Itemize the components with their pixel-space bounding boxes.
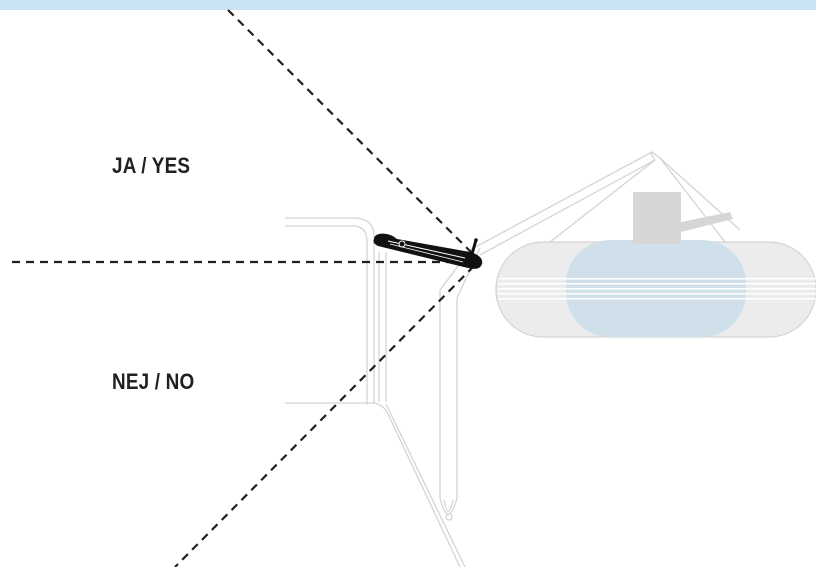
upper-angle-line [227,9,475,256]
no-zone-label: NEJ / NO [112,369,195,394]
yes-zone-label: JA / YES [112,153,191,178]
dinghy-illustration [495,192,816,338]
lower-angle-line [174,265,475,567]
boat-mount-sensor-icon [373,233,483,269]
angle-guide-lines [12,9,475,567]
top-color-band [0,0,816,10]
